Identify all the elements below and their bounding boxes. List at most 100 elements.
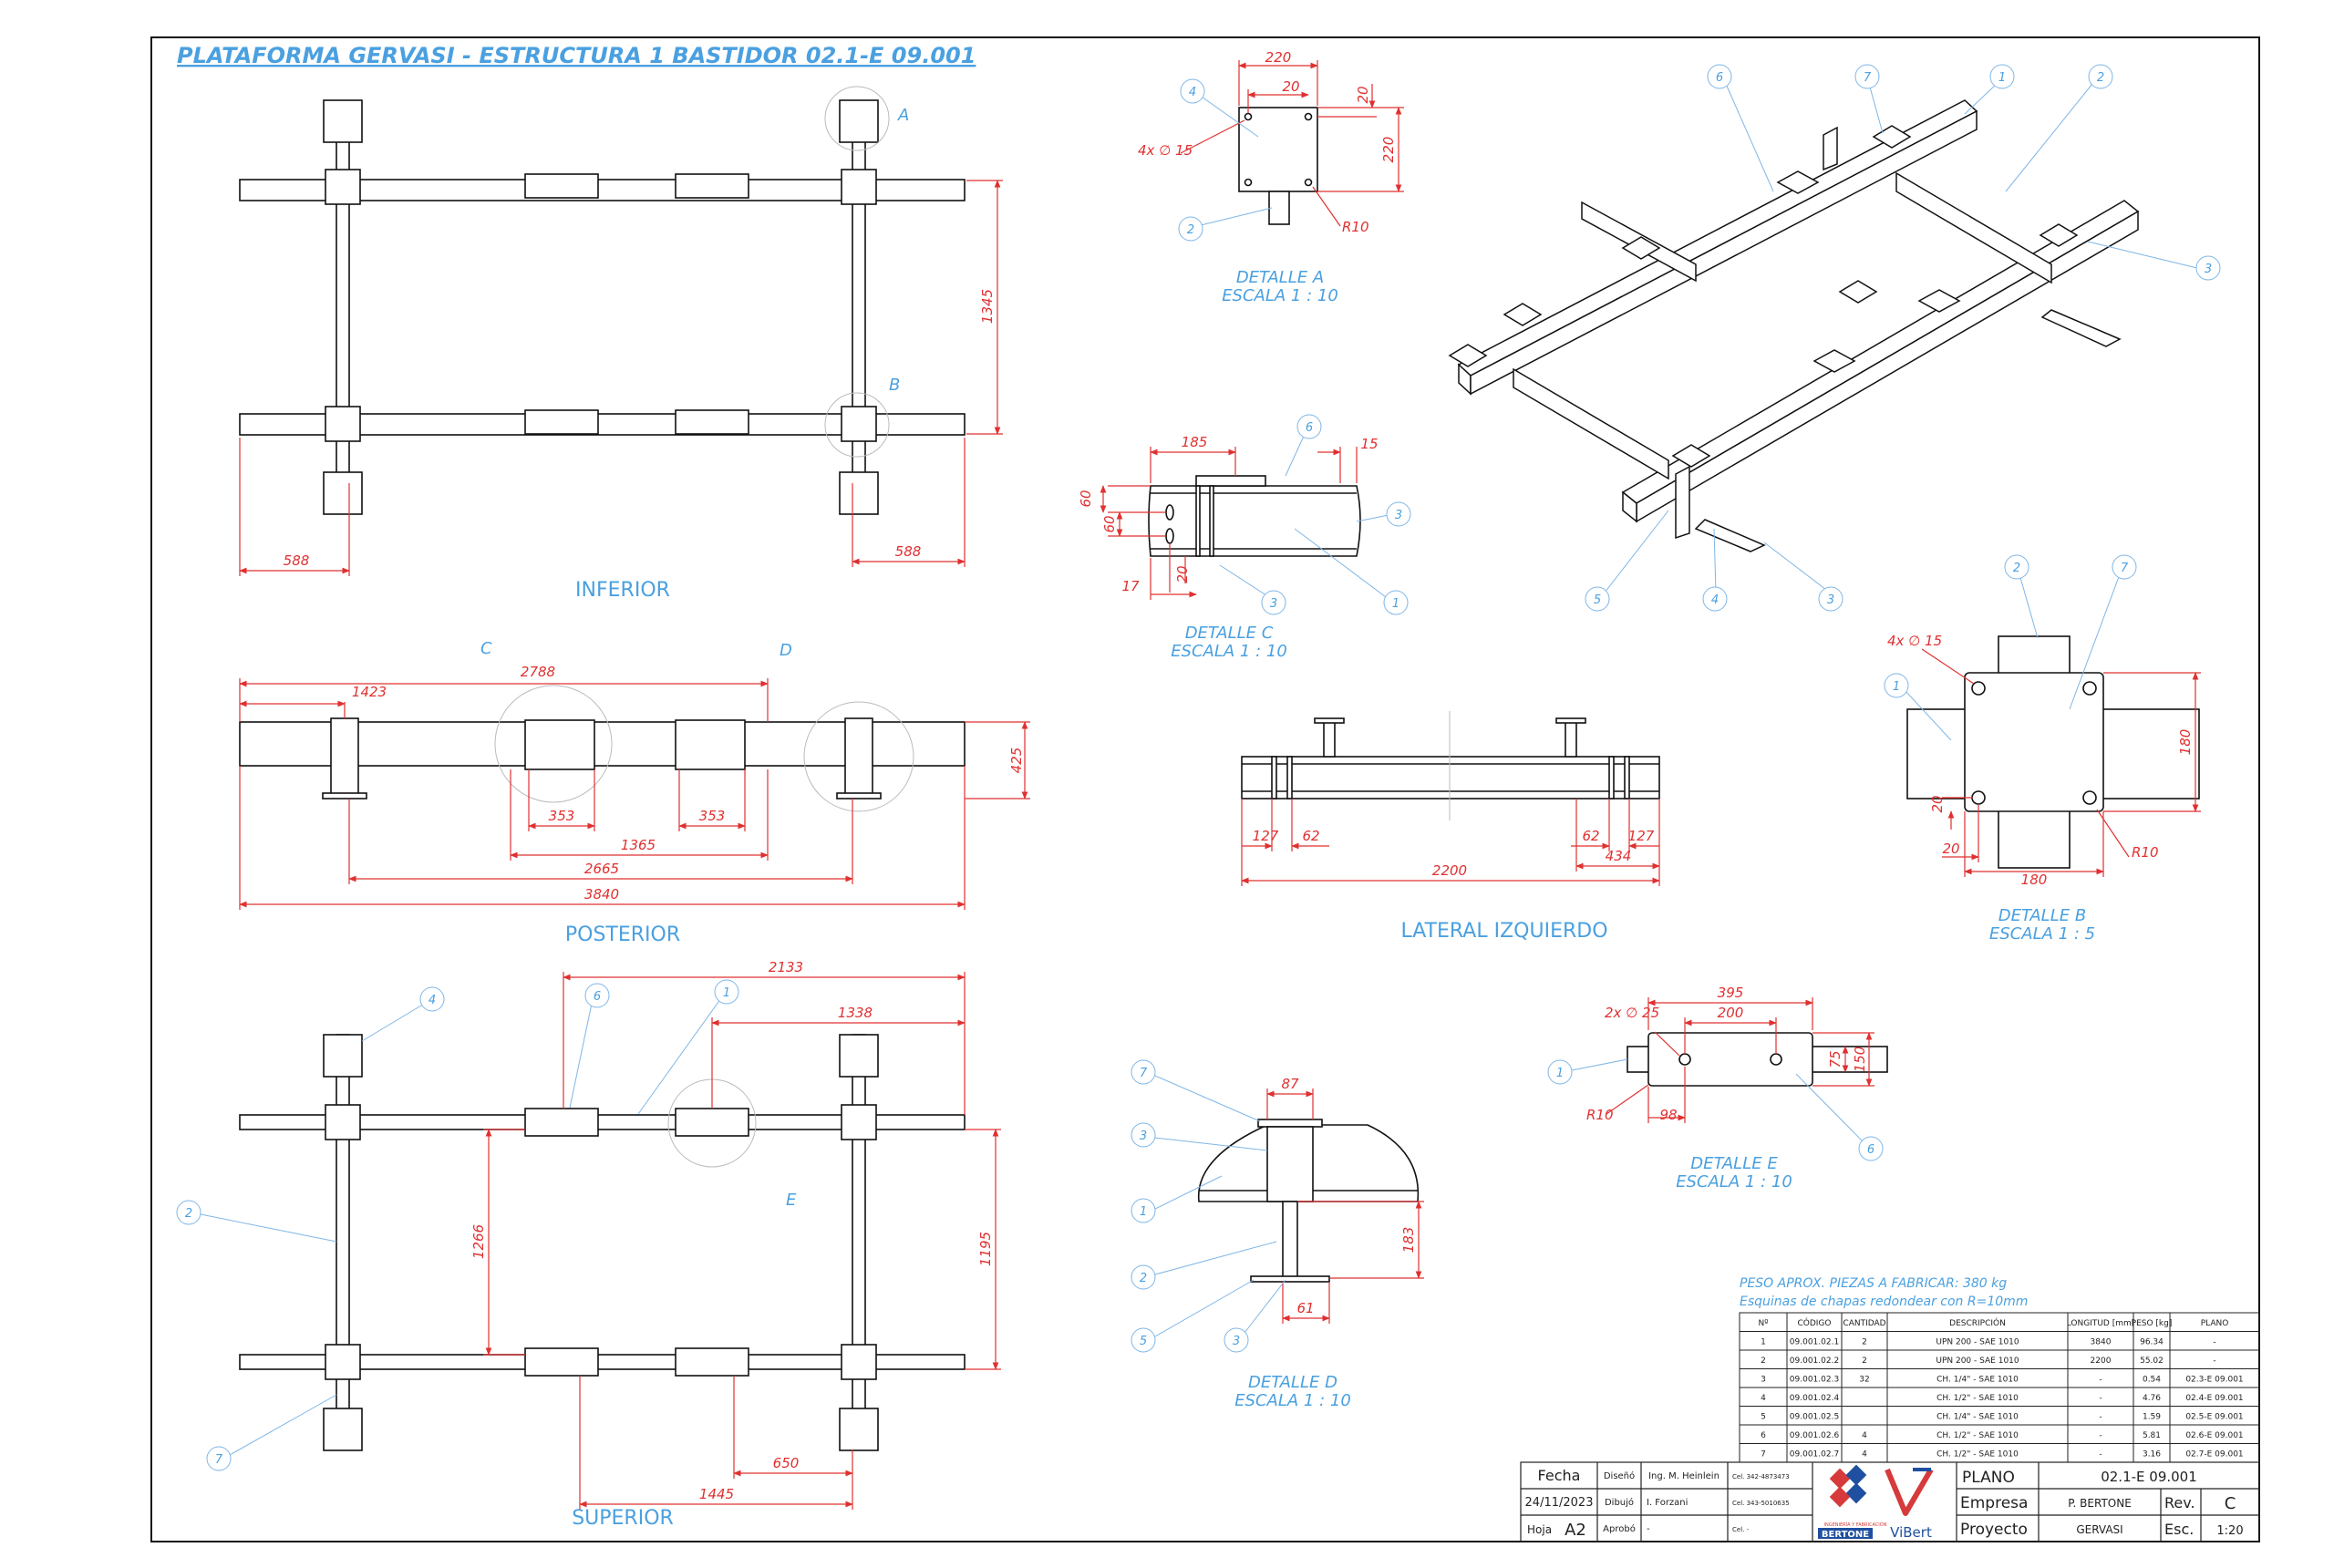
dim-detail-e-150: 150 (1852, 1047, 1868, 1073)
bom-cell: CH. 1/2" - SAE 1010 (1936, 1450, 2019, 1460)
dim-lateral-434: 434 (1606, 848, 1632, 864)
tb-plano: 02.1-E 09.001 (2101, 1469, 2197, 1485)
detail-a-scale: ESCALA 1 : 10 (1222, 286, 1338, 305)
callout-e: E (786, 1191, 797, 1210)
tb-rev-label: Rev. (2164, 1494, 2195, 1511)
dim-detail-a-20-h: 20 (1282, 78, 1299, 95)
vibert-logo-text: ViBert (1890, 1524, 1932, 1541)
detail-c-balloon-6: 6 (1306, 421, 1313, 435)
note-weight: PESO APROX. PIEZAS A FABRICAR: 380 kg (1740, 1276, 2007, 1291)
detail-b-balloon-1: 1 (1893, 680, 1900, 694)
bom-cell: 1.59 (2143, 1413, 2161, 1422)
svg-text:1: 1 (1998, 71, 2006, 85)
bom-cell: 1 (1761, 1338, 1766, 1347)
callout-c: C (480, 639, 492, 658)
bom-cell: 09.001.02.7 (1790, 1450, 1839, 1460)
svg-text:1: 1 (723, 986, 730, 1000)
superior-balloons (176, 979, 739, 1471)
title-block (1520, 1461, 2260, 1542)
view-inferior (239, 86, 966, 515)
dim-detail-e-98: 98 (1659, 1107, 1677, 1123)
dim-superior-650: 650 (773, 1455, 800, 1471)
tb-esc-label: Esc. (2164, 1521, 2194, 1538)
detail-c-balloon-3b: 3 (1270, 597, 1277, 611)
detail-c-title: DETALLE C (1185, 624, 1274, 643)
drawing-title: PLATAFORMA GERVASI - ESTRUCTURA 1 BASTID… (177, 43, 976, 68)
dim-detail-b-180-h: 180 (2021, 872, 2048, 888)
detail-d-drawing (1197, 1119, 1420, 1283)
dim-detail-d-183: 183 (1400, 1227, 1417, 1253)
tb-hoja: A2 (1565, 1521, 1586, 1540)
svg-text:2: 2 (2097, 71, 2104, 85)
svg-text:7: 7 (1140, 1067, 1148, 1080)
tb-diseno: Ing. M. Heinlein (1648, 1471, 1720, 1481)
bertone-logo: INGENIERÍA Y FABRICACIÓN BERTONE (1818, 1464, 1887, 1540)
svg-text:4: 4 (429, 994, 436, 1007)
bom-cell: CH. 1/4" - SAE 1010 (1936, 1376, 2019, 1385)
dim-detail-b-180-v: 180 (2177, 729, 2194, 756)
bom-cell: 32 (1859, 1376, 1869, 1385)
bom-cell: UPN 200 - SAE 1010 (1936, 1357, 2019, 1366)
tb-plano-label: PLANO (1962, 1469, 2015, 1487)
dim-detail-e-r10: R10 (1586, 1107, 1614, 1123)
detail-a-balloon-2: 2 (1187, 223, 1194, 237)
bom-cell: 02.5-E 09.001 (2185, 1413, 2243, 1422)
detail-e-drawing (1627, 1032, 1888, 1087)
dim-posterior-3840: 3840 (584, 886, 619, 903)
tb-diseno-label: Diseñó (1604, 1470, 1635, 1481)
bom-header-cell: PLANO (2201, 1319, 2229, 1328)
detail-b-drawing (1906, 635, 2200, 869)
bom-header-cell: DESCRIPCIÓN (1949, 1317, 2006, 1328)
bom-cell: 09.001.02.2 (1790, 1357, 1839, 1366)
bertone-logo-sub: INGENIERÍA Y FABRICACIÓN (1824, 1522, 1887, 1528)
dim-posterior-425: 425 (1008, 748, 1025, 774)
bom-cell: 09.001.02.1 (1790, 1338, 1839, 1347)
sheet-border (150, 36, 2260, 1542)
bom-cell: 7 (1761, 1450, 1766, 1460)
dim-posterior-353-b: 353 (699, 808, 726, 824)
detail-c-scale: ESCALA 1 : 10 (1171, 642, 1287, 661)
dim-detail-a-holes: 4x ∅ 15 (1138, 142, 1193, 159)
detail-c-drawing (1148, 475, 1361, 557)
dim-lateral-127-left: 127 (1253, 828, 1279, 844)
bom-cell: 3840 (2091, 1338, 2112, 1347)
view-lateral-izquierdo (1241, 711, 1660, 820)
bom-cell: CH. 1/4" - SAE 1010 (1936, 1413, 2019, 1422)
dim-detail-d-61: 61 (1296, 1300, 1314, 1316)
bom-cell: 09.001.02.5 (1790, 1413, 1839, 1422)
bom-cell: 09.001.02.4 (1790, 1394, 1840, 1403)
bom-cell: 4 (1862, 1431, 1867, 1440)
bom-cell: 3.16 (2143, 1450, 2161, 1460)
label-inferior: INFERIOR (575, 579, 670, 602)
bom-header-cell: LONGITUD [mm] (2067, 1319, 2135, 1328)
dim-detail-e-200: 200 (1718, 1005, 1744, 1021)
view-posterior (239, 685, 966, 812)
detail-d-scale: ESCALA 1 : 10 (1234, 1391, 1351, 1410)
detail-b-scale: ESCALA 1 : 5 (1989, 924, 2095, 944)
bom-cell: UPN 200 - SAE 1010 (1936, 1338, 2019, 1347)
bom-cell: 09.001.02.3 (1790, 1376, 1839, 1385)
bom-cell: 3 (1761, 1376, 1766, 1385)
dim-detail-e-75: 75 (1827, 1050, 1843, 1068)
detail-b-title: DETALLE B (1998, 906, 2086, 925)
dim-detail-c-15: 15 (1360, 436, 1378, 452)
dim-posterior-2665: 2665 (584, 861, 619, 877)
tb-dibujo: I. Forzani (1647, 1498, 1688, 1508)
svg-text:5: 5 (1140, 1335, 1147, 1348)
superior-dimensions (483, 972, 1001, 1510)
bom-cell: 96.34 (2140, 1338, 2164, 1347)
bom-cell: - (2213, 1357, 2215, 1366)
svg-text:7: 7 (1864, 71, 1872, 85)
dim-detail-c-17: 17 (1121, 578, 1140, 594)
tb-dibujo-cel: Cel. 343-5010635 (1732, 1500, 1790, 1507)
dim-posterior-1365: 1365 (621, 837, 656, 853)
dim-detail-a-220-v: 220 (1380, 137, 1397, 163)
bom-cell: 2200 (2091, 1357, 2112, 1366)
dim-lateral-127-right: 127 (1628, 828, 1655, 844)
bom-cell: 4 (1862, 1450, 1867, 1460)
detail-c-balloon-3a: 3 (1395, 509, 1402, 522)
bom-cell: 02.6-E 09.001 (2185, 1431, 2243, 1440)
tb-diseno-cel: Cel. 342-4873473 (1732, 1473, 1790, 1480)
